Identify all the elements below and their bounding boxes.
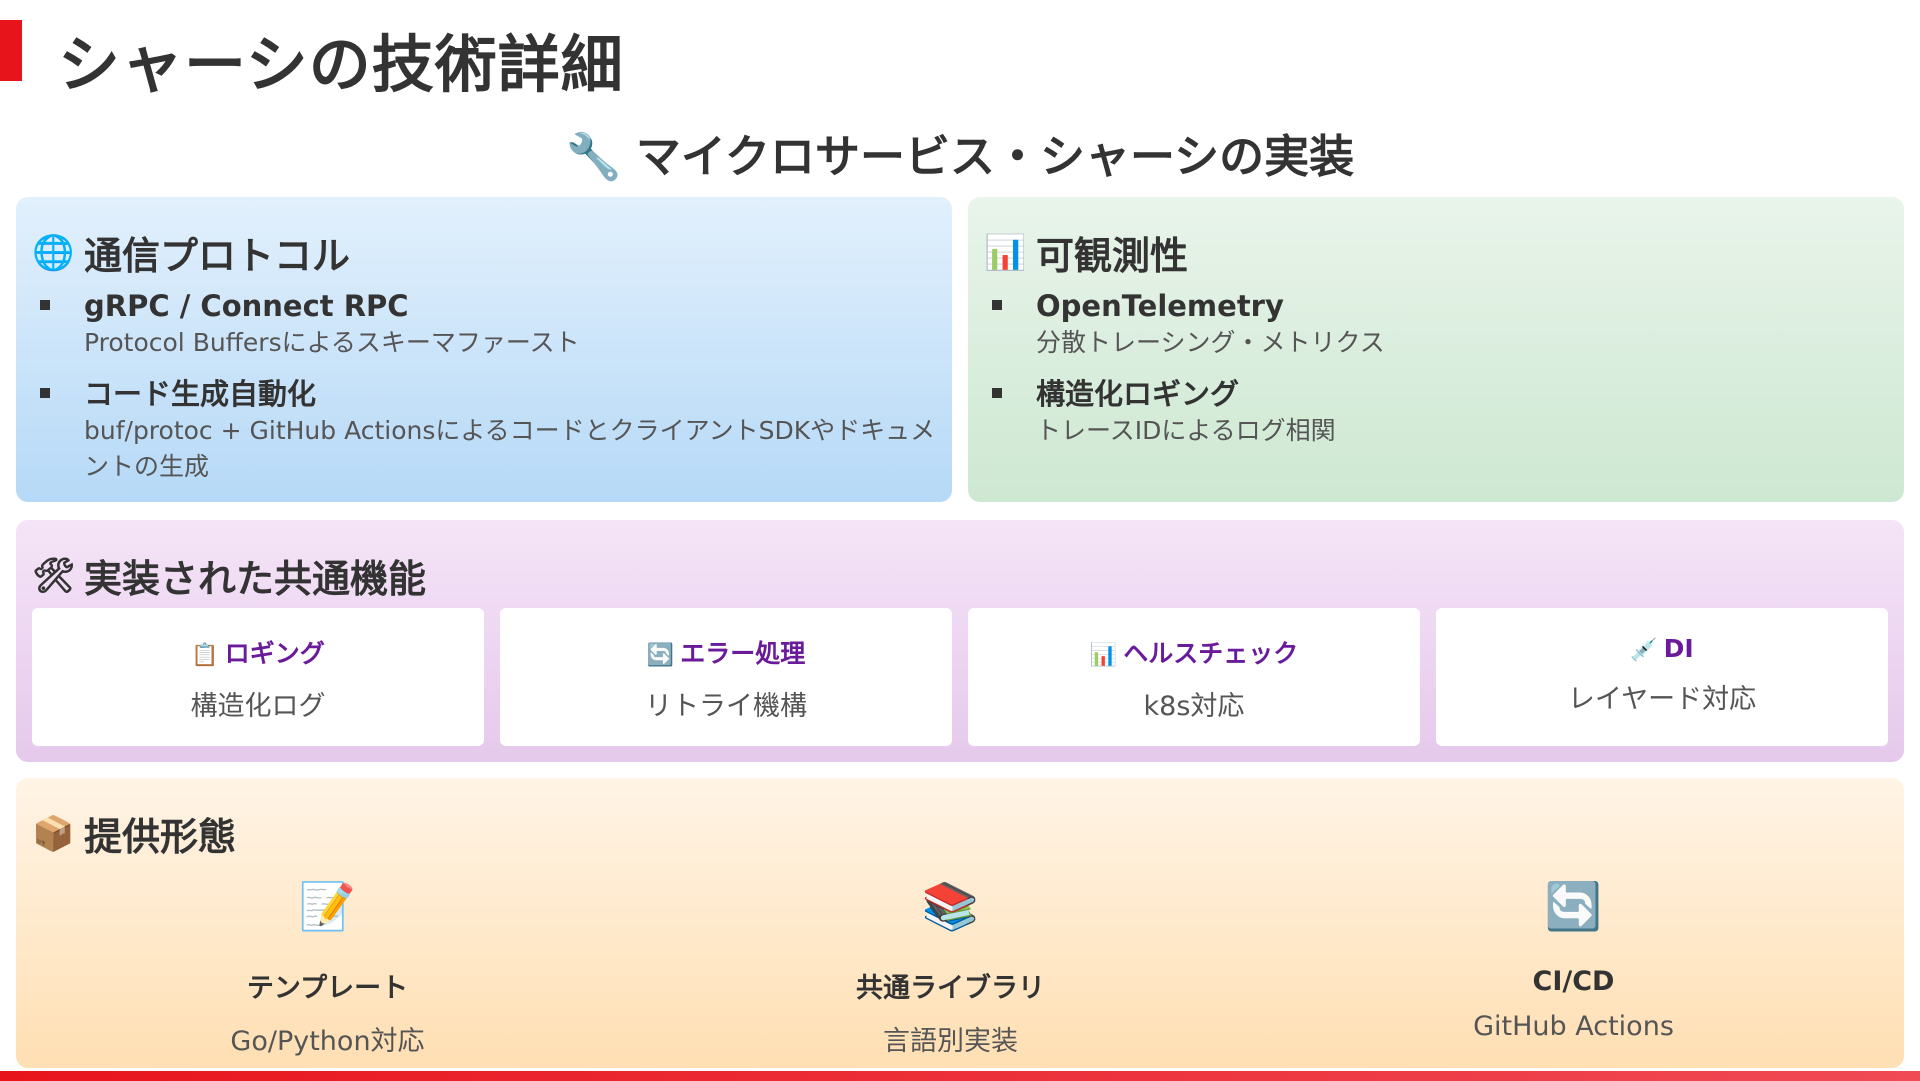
clipboard-icon: 📋	[191, 643, 219, 668]
books-icon: 📚	[921, 879, 980, 933]
list-item-desc: Protocol Buffersによるスキーマファースト	[84, 328, 580, 357]
delivery-item-title: テンプレート	[246, 973, 409, 1004]
feature-card-error-handling: 🔄エラー処理 リトライ機構	[500, 608, 952, 746]
feature-card-di: 💉DI レイヤード対応	[1436, 608, 1888, 746]
feature-card-title: 📋ロギング	[32, 634, 484, 670]
communication-heading: 🌐 通信プロトコル	[32, 225, 350, 280]
list-item: gRPC / Connect RPC Protocol Buffersによるスキ…	[36, 287, 936, 361]
observability-heading: 📊 可観測性	[984, 225, 1188, 280]
delivery-item-desc: GitHub Actions	[1473, 1011, 1674, 1042]
list-item-desc: 分散トレーシング・メトリクス	[1036, 328, 1385, 357]
feature-card-title: 🔄エラー処理	[500, 634, 952, 670]
features-heading-text: 実装された共通機能	[84, 557, 427, 601]
feature-card-title-text: ロギング	[224, 639, 325, 668]
feature-card-desc: リトライ機構	[645, 691, 807, 722]
list-item-title: 構造化ロギング	[1036, 377, 1240, 411]
title-accent-bar	[0, 20, 22, 81]
section-subtitle: 🔧マイクロサービス・シャーシの実装	[0, 120, 1920, 185]
list-item-desc: buf/protoc + GitHub Actionsによるコードとクライアント…	[84, 416, 936, 481]
bar-chart-icon: 📊	[1089, 643, 1118, 668]
communication-panel: 🌐 通信プロトコル gRPC / Connect RPC Protocol Bu…	[16, 197, 952, 502]
list-item-title: OpenTelemetry	[1036, 289, 1284, 323]
delivery-item-desc: 言語別実装	[883, 1026, 1018, 1057]
feature-card-title-text: ヘルスチェック	[1123, 639, 1299, 668]
delivery-item-template: 📝 テンプレート Go/Python対応	[16, 876, 639, 1058]
communication-heading-text: 通信プロトコル	[84, 234, 351, 278]
list-item: コード生成自動化 buf/protoc + GitHub Actionsによるコ…	[36, 375, 936, 485]
bottom-accent-bar	[0, 1071, 1920, 1081]
observability-heading-text: 可観測性	[1036, 234, 1189, 278]
features-heading: 🛠 実装された共通機能	[32, 548, 426, 603]
list-item-title: コード生成自動化	[84, 377, 317, 411]
delivery-panel: 📦 提供形態 📝 テンプレート Go/Python対応 📚 共通ライブラリ 言語…	[16, 778, 1904, 1068]
feature-cards: 📋ロギング 構造化ログ 🔄エラー処理 リトライ機構 📊ヘルスチェック k8s対応…	[32, 608, 1888, 746]
delivery-item-title: 共通ライブラリ	[856, 973, 1045, 1004]
observability-panel: 📊 可観測性 OpenTelemetry 分散トレーシング・メトリクス 構造化ロ…	[968, 197, 1904, 502]
syringe-icon: 💉	[1630, 638, 1658, 663]
page-title: シャーシの技術詳細	[58, 28, 624, 101]
feature-card-logging: 📋ロギング 構造化ログ	[32, 608, 484, 746]
delivery-items: 📝 テンプレート Go/Python対応 📚 共通ライブラリ 言語別実装 🔄 C…	[16, 876, 1904, 1058]
refresh-icon: 🔄	[646, 643, 675, 668]
feature-card-title: 📊ヘルスチェック	[968, 634, 1420, 670]
features-panel: 🛠 実装された共通機能 📋ロギング 構造化ログ 🔄エラー処理 リトライ機構 📊ヘ…	[16, 520, 1904, 762]
observability-list: OpenTelemetry 分散トレーシング・メトリクス 構造化ロギング トレー…	[988, 287, 1888, 463]
memo-icon: 📝	[298, 879, 357, 933]
bar-chart-icon: 📊	[984, 232, 1027, 273]
subtitle-text: マイクロサービス・シャーシの実装	[635, 130, 1355, 183]
list-item: OpenTelemetry 分散トレーシング・メトリクス	[988, 287, 1888, 361]
feature-card-desc: レイヤード対応	[1567, 684, 1757, 715]
feature-card-title-text: エラー処理	[680, 639, 806, 668]
globe-icon: 🌐	[32, 232, 75, 273]
feature-card-desc: 構造化ログ	[190, 691, 326, 722]
delivery-item-library: 📚 共通ライブラリ 言語別実装	[639, 876, 1262, 1058]
delivery-heading-text: 提供形態	[84, 815, 237, 859]
feature-card-title-text: DI	[1663, 634, 1694, 663]
feature-card-health-check: 📊ヘルスチェック k8s対応	[968, 608, 1420, 746]
list-item-desc: トレースIDによるログ相関	[1036, 416, 1336, 445]
delivery-item-desc: Go/Python対応	[230, 1026, 425, 1057]
package-icon: 📦	[32, 813, 75, 854]
list-item: 構造化ロギング トレースIDによるログ相関	[988, 375, 1888, 449]
delivery-heading: 📦 提供形態	[32, 806, 236, 861]
feature-card-title: 💉DI	[1436, 634, 1888, 663]
wrench-icon: 🔧	[565, 130, 622, 183]
hammer-wrench-icon: 🛠	[32, 555, 76, 596]
refresh-icon: 🔄	[1544, 879, 1603, 933]
feature-card-desc: k8s対応	[1143, 691, 1245, 722]
list-item-title: gRPC / Connect RPC	[84, 289, 409, 323]
delivery-item-title: CI/CD	[1532, 966, 1615, 997]
delivery-item-cicd: 🔄 CI/CD GitHub Actions	[1262, 876, 1885, 1058]
communication-list: gRPC / Connect RPC Protocol Buffersによるスキ…	[36, 287, 936, 499]
